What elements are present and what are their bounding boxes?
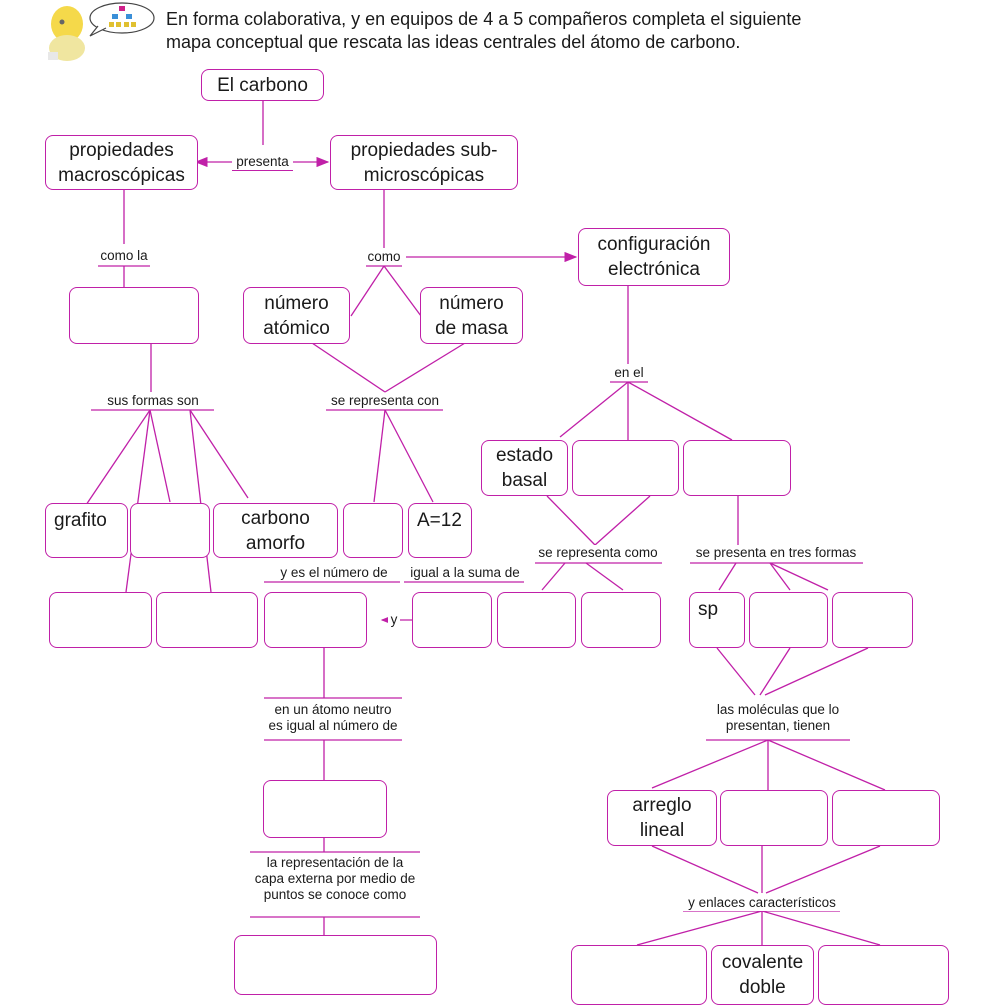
label-moleculas: las moléculas que lo presentan, tienen [693,702,863,734]
node-numero-atomico: número atómico [243,287,350,344]
blank-row6-2[interactable] [156,592,258,648]
label-representacion: la representación de la capa externa por… [242,855,428,903]
blank-hybrid-1[interactable] [749,592,828,648]
blank-macro-property[interactable] [69,287,199,344]
node-propiedades-macroscopicas: propiedades macroscópicas [45,135,198,190]
label-igual-a-la-suma-de: igual a la suma de [404,565,526,581]
node-propiedades-submicroscopicas: propiedades sub- microscópicas [330,135,518,190]
node-grafito: grafito [45,503,128,558]
student-icon [48,6,85,61]
node-a-12: A=12 [408,503,472,558]
label-se-presenta-tres-formas: se presenta en tres formas [688,545,864,561]
blank-lewis-structure[interactable] [234,935,437,995]
node-el-carbono: El carbono [201,69,324,101]
blank-row6-5[interactable] [497,592,576,648]
blank-config-state-2[interactable] [683,440,791,496]
label-enlaces-caracteristicos: y enlaces característicos [680,895,844,911]
concept-map-icon [89,2,155,37]
label-presenta: presenta [232,154,293,171]
label-y: y [388,612,400,628]
label-sus-formas-son: sus formas son [94,393,212,409]
label-como: como [362,249,406,265]
node-arreglo-lineal: arreglo lineal [607,790,717,846]
blank-hybrid-2[interactable] [832,592,913,648]
node-carbono-amorfo: carbono amorfo [213,503,338,558]
label-como-la: como la [94,248,154,264]
label-se-representa-como: se representa como [533,545,663,561]
blank-molecule-2[interactable] [832,790,940,846]
blank-row6-3[interactable] [264,592,367,648]
blank-row6-4[interactable] [412,592,492,648]
label-se-representa-con: se representa con [326,393,444,409]
blank-row6-1[interactable] [49,592,152,648]
node-covalente-doble: covalente doble [711,945,814,1005]
blank-molecule-1[interactable] [720,790,828,846]
blank-carbon-form[interactable] [130,503,210,558]
label-atomo-neutro: en un átomo neutro es igual al número de [250,702,416,734]
blank-representation[interactable] [343,503,403,558]
instruction-text: En forma colaborativa, y en equipos de 4… [166,9,802,52]
node-sp: sp [689,592,745,648]
blank-bond-2[interactable] [818,945,949,1005]
mascot-illustration [40,2,165,64]
node-configuracion-electronica: configuración electrónica [578,228,730,286]
blank-row6-6[interactable] [581,592,661,648]
blank-neutral-atom[interactable] [263,780,387,838]
blank-bond-1[interactable] [571,945,707,1005]
node-numero-de-masa: número de masa [420,287,523,344]
blank-config-state-1[interactable] [572,440,679,496]
node-estado-basal: estado basal [481,440,568,496]
label-en-el: en el [608,365,650,381]
label-y-es-el-numero-de: y es el número de [270,565,398,581]
